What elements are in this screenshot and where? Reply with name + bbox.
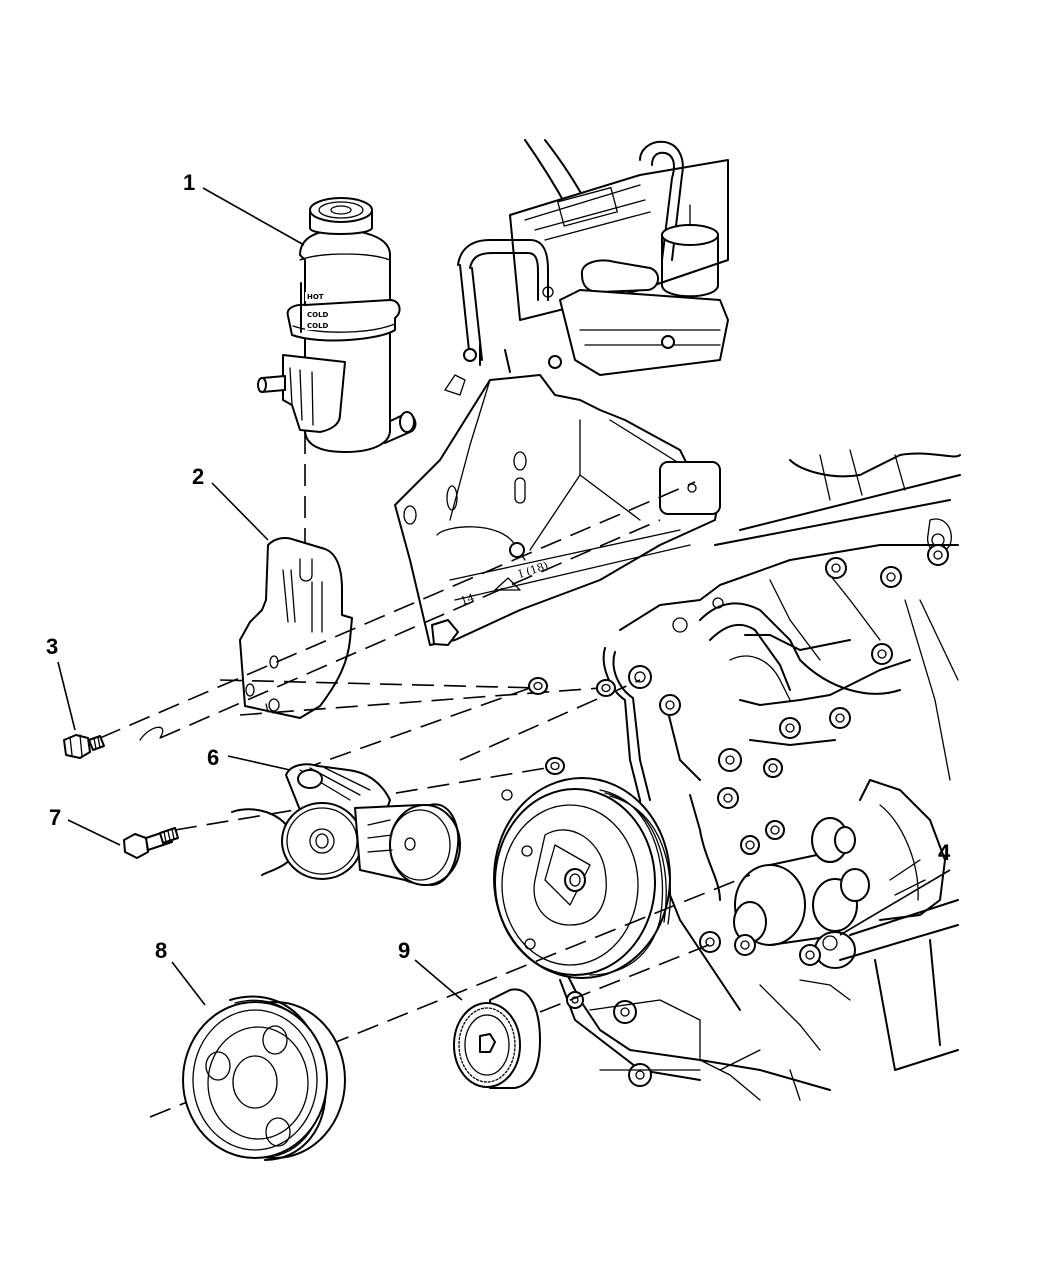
reservoir-marking-cold-2: COLD bbox=[307, 322, 329, 330]
leader-4 bbox=[839, 869, 951, 936]
part-9-idler-pulley bbox=[453, 988, 541, 1089]
leader-9 bbox=[414, 959, 463, 1001]
part-2-reservoir-bracket bbox=[239, 536, 353, 719]
leader-8 bbox=[171, 961, 206, 1006]
reservoir-marking-hot: HOT bbox=[307, 293, 324, 301]
callout-9: 9 bbox=[398, 938, 411, 963]
leader-lines bbox=[57, 187, 951, 1006]
reservoir-marking-cold-1: COLD bbox=[307, 311, 329, 319]
marking-bg-cold-2 bbox=[305, 321, 331, 330]
marking-bg-cold-1 bbox=[305, 310, 331, 319]
callout-3: 3 bbox=[46, 634, 59, 659]
leader-6 bbox=[227, 755, 291, 771]
part-8-pulley bbox=[182, 995, 346, 1161]
leader-1 bbox=[202, 187, 305, 246]
part-7-tensioner-bolt bbox=[123, 827, 179, 859]
leader-2 bbox=[211, 482, 269, 541]
callout-1: 1 bbox=[183, 170, 196, 195]
part-3-bolt bbox=[63, 734, 105, 759]
part-1-power-steering-reservoir: HOT COLD COLD bbox=[257, 197, 417, 548]
leader-3 bbox=[57, 661, 76, 731]
bracket-stamp-left: 14 bbox=[459, 591, 476, 608]
washers bbox=[528, 677, 616, 775]
crankshaft-damper bbox=[493, 777, 671, 979]
callout-2: 2 bbox=[192, 464, 205, 489]
callout-8: 8 bbox=[155, 938, 168, 963]
callout-4: 4 bbox=[938, 840, 951, 865]
leader-7 bbox=[67, 819, 121, 846]
engine-upper-assembly: 14 I (18) bbox=[394, 139, 729, 646]
callout-6: 6 bbox=[207, 745, 220, 770]
marking-bg-hot bbox=[305, 292, 327, 301]
part-6-belt-tensioner bbox=[231, 763, 461, 886]
callout-7: 7 bbox=[49, 805, 62, 830]
